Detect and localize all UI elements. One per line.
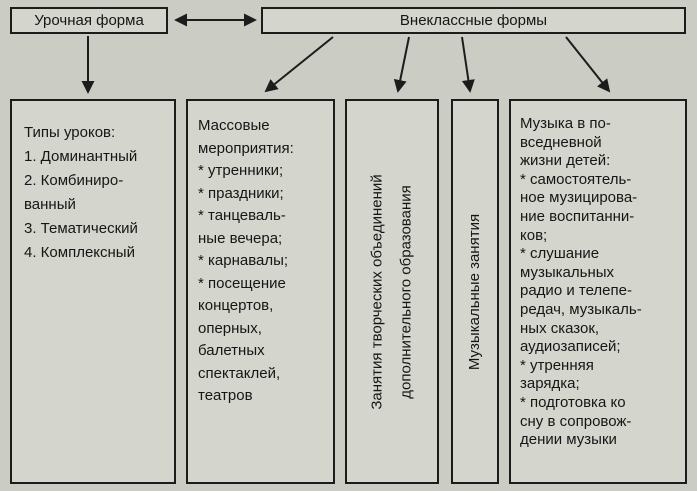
lesson-form-box: Урочная форма	[10, 7, 168, 34]
lesson-types-box: Типы уроков: 1. Доминантный 2. Комбиниро…	[10, 99, 176, 484]
creative-associations-text: Занятия творческих объединений дополните…	[368, 173, 415, 410]
music-daily-life-box: Музыка в по- вседневной жизни детей: * с…	[509, 99, 687, 484]
extracurricular-forms-box: Внеклассные формы	[261, 7, 686, 34]
arrow-to-music-lessons	[461, 36, 475, 93]
mass-events-text: Массовые мероприятия: * утренники; * пра…	[198, 117, 294, 404]
creative-associations-box: Занятия творческих объединений дополните…	[345, 99, 439, 484]
arrow-to-creative-associations	[393, 36, 410, 93]
mass-events-box: Массовые мероприятия: * утренники; * пра…	[186, 99, 335, 484]
lesson-form-label: Урочная форма	[34, 12, 144, 29]
music-lessons-box: Музыкальные занятия	[451, 99, 499, 484]
lesson-types-text: Типы уроков: 1. Доминантный 2. Комбиниро…	[24, 124, 138, 261]
arrow-to-mass-events	[264, 36, 334, 93]
extracurricular-forms-label: Внеклассные формы	[399, 12, 548, 29]
music-daily-life-text: Музыка в по- вседневной жизни детей: * с…	[520, 115, 642, 449]
music-lessons-text: Музыкальные занятия	[465, 213, 483, 370]
arrow-to-music-daily-life	[565, 36, 611, 93]
